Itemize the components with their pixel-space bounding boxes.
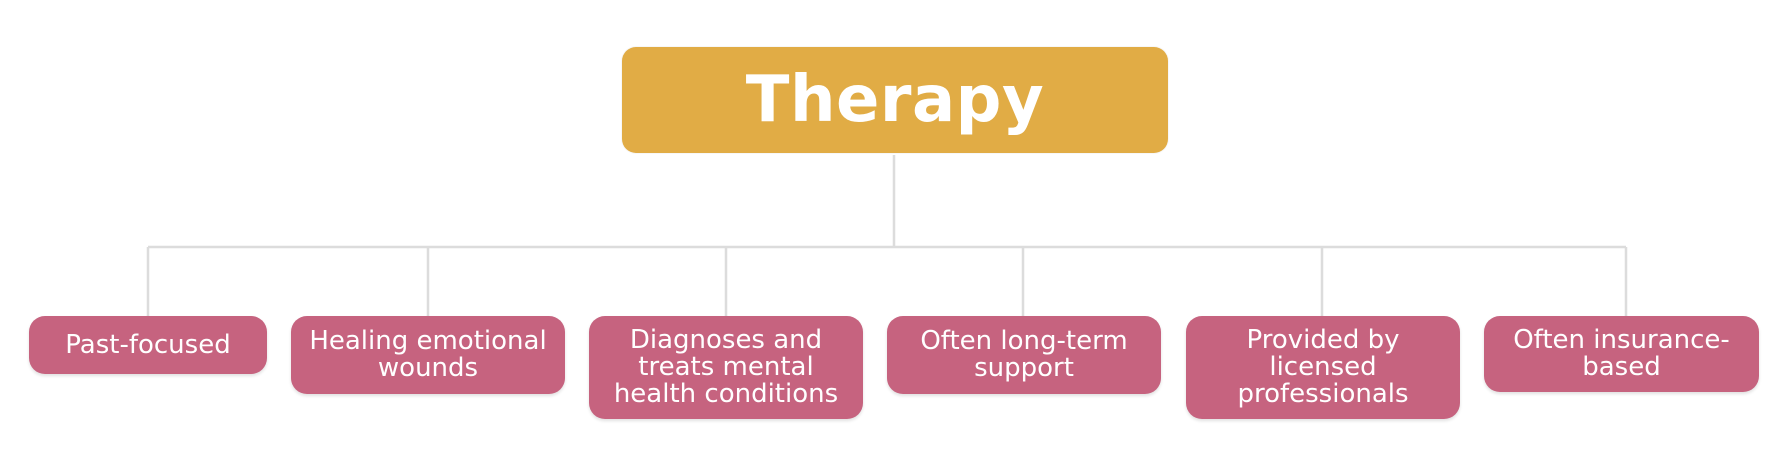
leaf-node-label: Healing emotional wounds bbox=[309, 326, 547, 383]
leaf-node-healing-emotional-wounds: Healing emotional wounds bbox=[291, 316, 565, 394]
leaf-node-long-term-support: Often long-term support bbox=[887, 316, 1161, 394]
leaf-node-label: Diagnoses and treats mental health condi… bbox=[613, 325, 839, 409]
leaf-node-licensed-professionals: Provided by licensed professionals bbox=[1186, 316, 1460, 419]
leaf-node-insurance-based: Often insurance-based bbox=[1484, 316, 1759, 392]
leaf-node-label: Often long-term support bbox=[920, 326, 1128, 383]
leaf-node-label: Often insurance-based bbox=[1513, 325, 1730, 382]
leaf-node-label: Provided by licensed professionals bbox=[1237, 325, 1409, 409]
root-node-therapy: Therapy bbox=[622, 47, 1168, 153]
leaf-node-label: Past-focused bbox=[65, 329, 231, 360]
leaf-node-diagnoses-treats: Diagnoses and treats mental health condi… bbox=[589, 316, 863, 419]
root-node-label: Therapy bbox=[745, 63, 1045, 137]
leaf-node-past-focused: Past-focused bbox=[29, 316, 267, 374]
